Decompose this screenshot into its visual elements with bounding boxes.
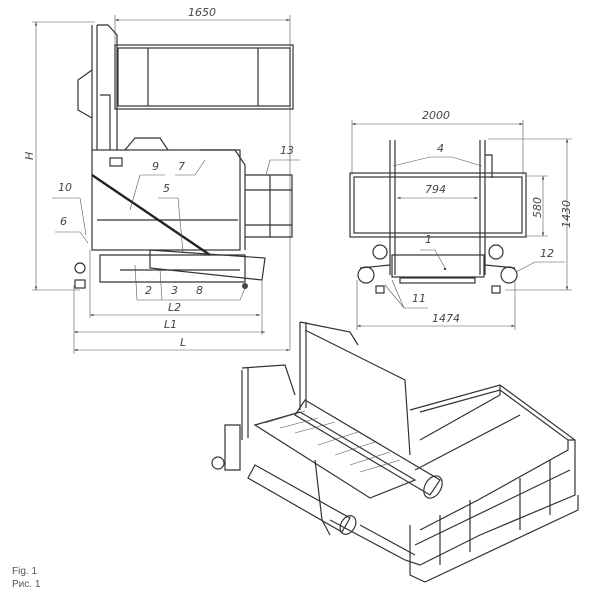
callout-2: 2 xyxy=(145,284,152,297)
callout-6: 6 xyxy=(60,215,67,228)
callout-10: 10 xyxy=(58,181,72,194)
side-callouts: 10 6 9 7 5 13 2 3 8 xyxy=(52,144,300,301)
isometric-view xyxy=(211,321,579,583)
callout-3: 3 xyxy=(171,284,178,297)
dim-794: 794 xyxy=(425,183,446,196)
figure-caption-en: Fig. 1 xyxy=(12,566,38,577)
callout-12: 12 xyxy=(540,247,554,260)
side-view: 1650 H 10 6 9 7 xyxy=(23,6,300,354)
dim-l: L xyxy=(180,336,186,349)
dim-580: 580 xyxy=(531,197,544,218)
callout-5: 5 xyxy=(163,182,170,195)
dim-2000: 2000 xyxy=(422,109,450,122)
dim-1430: 1430 xyxy=(560,200,573,228)
callout-11: 11 xyxy=(412,292,426,305)
dim-l1: L1 xyxy=(164,318,177,331)
callout-1: 1 xyxy=(425,233,432,246)
dim-1474: 1474 xyxy=(432,312,460,325)
callout-7: 7 xyxy=(178,160,185,173)
dim-1650: 1650 xyxy=(188,6,216,19)
callout-9: 9 xyxy=(152,160,159,173)
dim-l2: L2 xyxy=(168,301,181,314)
dim-h: H xyxy=(23,152,36,160)
figure-caption-ru: Рис. 1 xyxy=(12,579,41,590)
callout-4: 4 xyxy=(437,142,444,155)
callout-13: 13 xyxy=(280,144,294,157)
front-view: 2000 4 794 580 1430 1 12 11 1474 xyxy=(349,109,573,330)
callout-8: 8 xyxy=(196,284,203,297)
